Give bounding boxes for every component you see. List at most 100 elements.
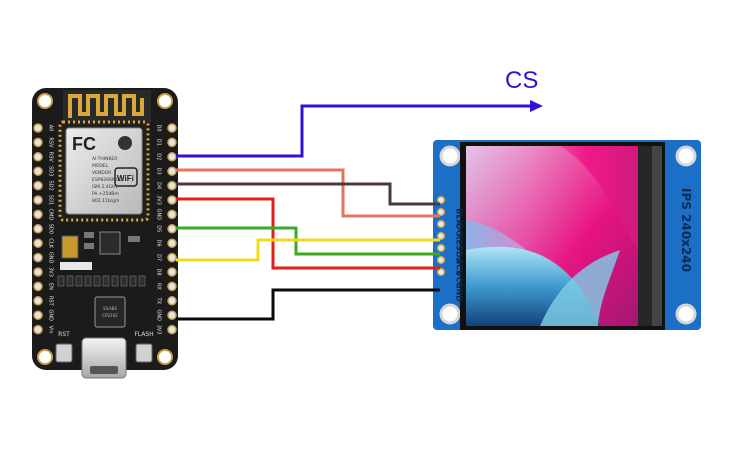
sda-wire — [176, 238, 440, 262]
pin-hole-right — [167, 209, 177, 220]
display-pin-label: RES — [455, 233, 464, 251]
pin-label-left: SD1 — [48, 195, 54, 205]
wifi-mark: WiFi — [117, 174, 134, 183]
display-pin-hole — [436, 219, 446, 229]
pin-label-right: D2 — [156, 153, 162, 160]
display-pin-label: BLK — [455, 208, 464, 226]
pin-hole-right — [167, 238, 177, 248]
module-text-line: MODEL — [92, 163, 109, 169]
pin-label-left: CMD — [48, 209, 54, 221]
smd-part — [128, 236, 140, 242]
dc-wire — [176, 168, 440, 218]
pin-hole-right — [167, 224, 177, 234]
pin-hole-right — [167, 296, 177, 306]
pin-label-right: D3 — [156, 168, 162, 175]
pin-hole-left — [33, 123, 43, 133]
smd-resistor — [75, 275, 83, 287]
smd-resistor — [93, 275, 101, 287]
pin-label-right: D4 — [156, 182, 162, 189]
display-pin-label: SDA — [455, 245, 464, 264]
pin-label-right: TX — [156, 297, 162, 305]
pin-hole-left — [33, 152, 43, 162]
pin-hole-right — [167, 152, 177, 162]
pin-hole-right — [167, 281, 177, 292]
display-pin-label: SCL — [455, 259, 464, 276]
usb-chip-text: SILABS — [103, 306, 117, 311]
pin-hole-left — [33, 195, 43, 205]
pin-hole-left — [33, 166, 43, 176]
mount-hole — [37, 349, 53, 365]
cs-wire — [176, 104, 533, 158]
pin-label-right: D7 — [156, 254, 162, 261]
module-text-line: 802.11b/g/n — [92, 198, 119, 204]
cs-label: CS — [505, 67, 538, 94]
pin-hole-left — [33, 180, 43, 191]
pin-label-left: 3V3 — [48, 267, 54, 277]
pin-hole-left — [33, 281, 43, 292]
display-pin-hole — [436, 195, 446, 205]
display-pin-hole — [436, 207, 446, 217]
res-wire — [176, 182, 440, 206]
pin-label-left: GND — [48, 252, 54, 264]
pin-label-right: D8 — [156, 268, 162, 275]
rst-label: RST — [58, 331, 70, 338]
pin-label-left: SD0 — [48, 224, 54, 234]
pin-hole-left — [33, 137, 43, 148]
module-text-line: AI-THINKER — [92, 156, 117, 162]
pin-hole-left — [33, 310, 43, 320]
display-pin-hole — [436, 243, 446, 253]
pin-hole-left — [33, 296, 43, 306]
flash-button[interactable] — [135, 343, 153, 363]
pin-label-left: GND — [48, 309, 54, 321]
pin-hole-left — [33, 209, 43, 220]
smd-resistor — [129, 275, 137, 287]
display-pin-label: DC — [455, 223, 464, 236]
display-pin-label: VCC — [455, 271, 464, 289]
display-pin-label: GND — [455, 282, 464, 302]
pin-label-left: CLK — [48, 238, 54, 248]
vcc-wire — [176, 197, 440, 270]
rst-button[interactable] — [55, 343, 73, 363]
display-pin-hole — [436, 267, 446, 277]
voltage-regulator — [99, 231, 121, 255]
pin-label-left: A0 — [48, 125, 54, 132]
gnd-wire — [176, 288, 440, 321]
pin-hole-left — [33, 324, 43, 335]
pin-hole-left — [33, 267, 43, 277]
smd-resistor — [84, 275, 92, 287]
logo-icon — [118, 136, 132, 150]
mount-hole — [157, 93, 173, 109]
regulator — [61, 235, 79, 259]
mount-hole — [675, 303, 697, 325]
mount-hole — [439, 303, 461, 325]
pin-label-right: GND — [156, 309, 162, 321]
pin-label-left: RST — [48, 296, 54, 307]
pin-hole-right — [167, 123, 177, 133]
pin-label-left: EN — [48, 283, 54, 290]
wifi-logo — [114, 167, 138, 187]
smd-resistor — [111, 275, 119, 287]
pcb-antenna — [68, 94, 144, 118]
pin-hole-right — [167, 324, 177, 335]
pin-label-right: GND — [156, 209, 162, 221]
pin-hole-right — [167, 310, 177, 320]
pin-label-left: SD2 — [48, 180, 54, 190]
screen-wallpaper — [540, 250, 620, 326]
display-pin-hole — [436, 231, 446, 241]
usb-chip-text: CP2102 — [102, 313, 118, 318]
pin-label-right: D0 — [156, 124, 162, 131]
pin-hole-right — [167, 137, 177, 148]
pin-hole-left — [33, 238, 43, 248]
module-text-line: PA +25dBm — [92, 191, 119, 197]
wires — [176, 100, 543, 321]
smd-part — [60, 262, 92, 270]
module-text-line: ESP8266MOD — [92, 177, 123, 183]
pin-label-right: D6 — [156, 240, 162, 247]
pin-label-left: RSV — [48, 137, 54, 148]
flex-cable-edge — [652, 146, 662, 326]
display-label: IPS 240x240 — [679, 188, 693, 272]
